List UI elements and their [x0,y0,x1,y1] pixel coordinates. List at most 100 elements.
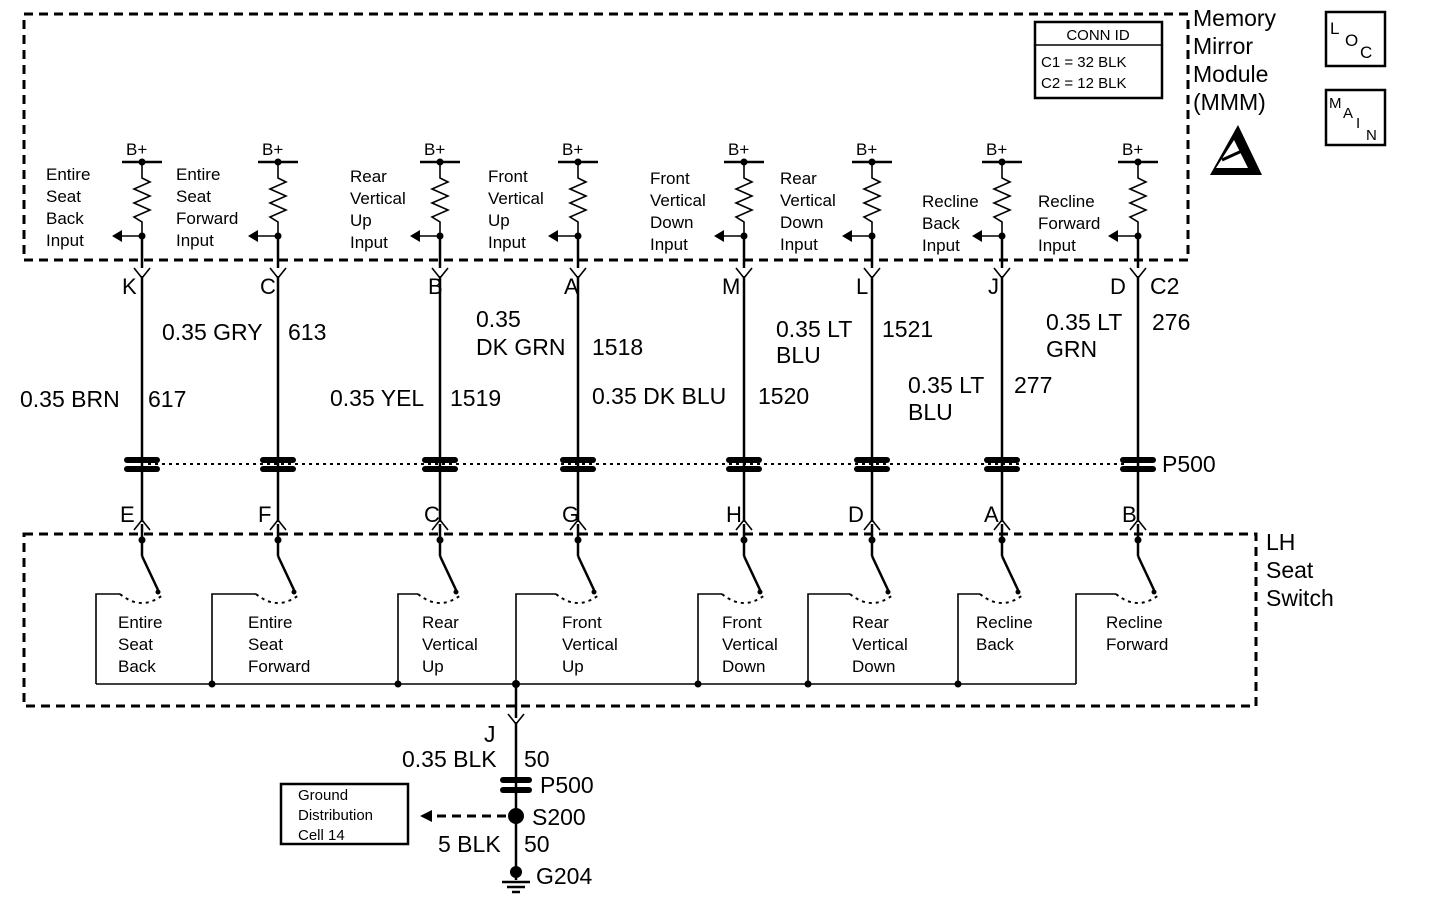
switch-pin-terminal [133,518,151,531]
input-label: Vertical [488,189,544,208]
input-label: Front [488,167,528,186]
conn-id-box: CONN ID C1 = 32 BLK C2 = 12 BLK [1033,20,1164,100]
wire-color-label: 0.35 [476,306,521,332]
switch-pin-terminal [735,518,753,531]
switch-contact [291,589,297,595]
wire-color-label: GRN [1046,336,1097,362]
input-label: Down [650,213,693,232]
ground-bus-node [694,680,702,688]
svg-text:M: M [1329,95,1342,112]
b-plus-label: B+ [856,140,877,159]
p500-terminal-top [560,457,596,463]
switch-ground-lead [1075,593,1116,684]
mmm-pin-label: J [988,274,999,299]
b-plus-label: B+ [986,140,1007,159]
switch-label: Rear [422,613,459,632]
main-icon: M A I N [1324,88,1387,147]
switch-label: Front [722,613,762,632]
input-label: Seat [176,187,211,206]
b-plus-label: B+ [126,140,147,159]
p500-terminal-bottom [422,466,458,472]
pullup-resistor [1128,162,1148,236]
wire-color-label: 0.35 BRN [20,386,120,412]
input-label: Input [780,235,818,254]
seat-switch-boundary [22,532,1258,708]
module-name: Memory Mirror Module (MMM) [1193,5,1277,115]
wire-color-label: BLU [908,399,953,425]
switch-ground-lead [697,593,722,684]
input-label: Down [780,213,823,232]
b-plus-label: B+ [262,140,283,159]
pullup-resistor [430,162,450,236]
switch-pin-label: H [726,502,742,527]
ground-wire1: 0.35 BLK [402,746,497,772]
switch-pin-terminal [269,518,287,531]
switch-pin-terminal [1129,518,1147,531]
switch-blade [276,555,296,591]
switch-pin-label: F [258,502,271,527]
wire-color-label: 0.35 DK BLU [592,383,726,409]
switch-pin-label: D [848,502,864,527]
p500-terminal-top [422,457,458,463]
switch-node [436,536,444,544]
input-label: Input [488,233,526,252]
switch-label: Forward [1106,635,1168,654]
ground-splice: S200 [532,804,586,830]
switch-pin-terminal [431,518,449,531]
switch-blade [576,555,596,591]
switch-travel [555,593,601,604]
svg-text:L: L [1330,19,1339,38]
switch-label: Back [118,657,156,676]
switch-label: Down [722,657,765,676]
switch-node [1134,536,1142,544]
b-plus-label: B+ [562,140,583,159]
ground-switch-pin: J [484,721,496,747]
input-label: Input [176,231,214,250]
input-label: Input [922,236,960,255]
input-label: Back [46,209,84,228]
input-arrow-head [714,230,724,242]
switch-blade [742,555,762,591]
mmm-pin-label: C [260,274,276,299]
mmm-pin-label: B [428,274,443,299]
mmm-pin-label: M [722,274,740,299]
ground-circuit1: 50 [524,746,550,772]
svg-text:I: I [1356,115,1360,132]
switch-ground-lead [95,593,120,684]
switch-travel [1115,593,1161,604]
switch-label: Back [976,635,1014,654]
switch-node [574,536,582,544]
switch-travel [417,593,463,604]
input-label: Input [650,235,688,254]
svg-text:LH: LH [1266,529,1295,555]
circuit-number-label: 1518 [592,334,643,360]
ground-ref-line1: Ground [298,787,348,804]
switch-pin-label: C [424,502,440,527]
switch-ground-lead [211,593,256,684]
p500-label: P500 [1162,451,1216,477]
input-label: Vertical [780,191,836,210]
switch-label: Rear [852,613,889,632]
switch-label: Vertical [722,635,778,654]
input-arrow-head [410,230,420,242]
switch-blade [1136,555,1156,591]
switch-label: Up [562,657,584,676]
p500-terminal-top [1120,457,1156,463]
conn-id-title: CONN ID [1066,27,1130,44]
input-label: Up [350,211,372,230]
switch-label: Seat [248,635,283,654]
svg-text:Seat: Seat [1266,557,1314,583]
switch-name: LH Seat Switch [1266,529,1334,611]
pullup-resistor [734,162,754,236]
switch-node [998,536,1006,544]
switch-label: Forward [248,657,310,676]
svg-text:C: C [1360,43,1372,62]
b-plus-label: B+ [424,140,445,159]
switch-contact [757,589,763,595]
p500-terminal-top [984,457,1020,463]
